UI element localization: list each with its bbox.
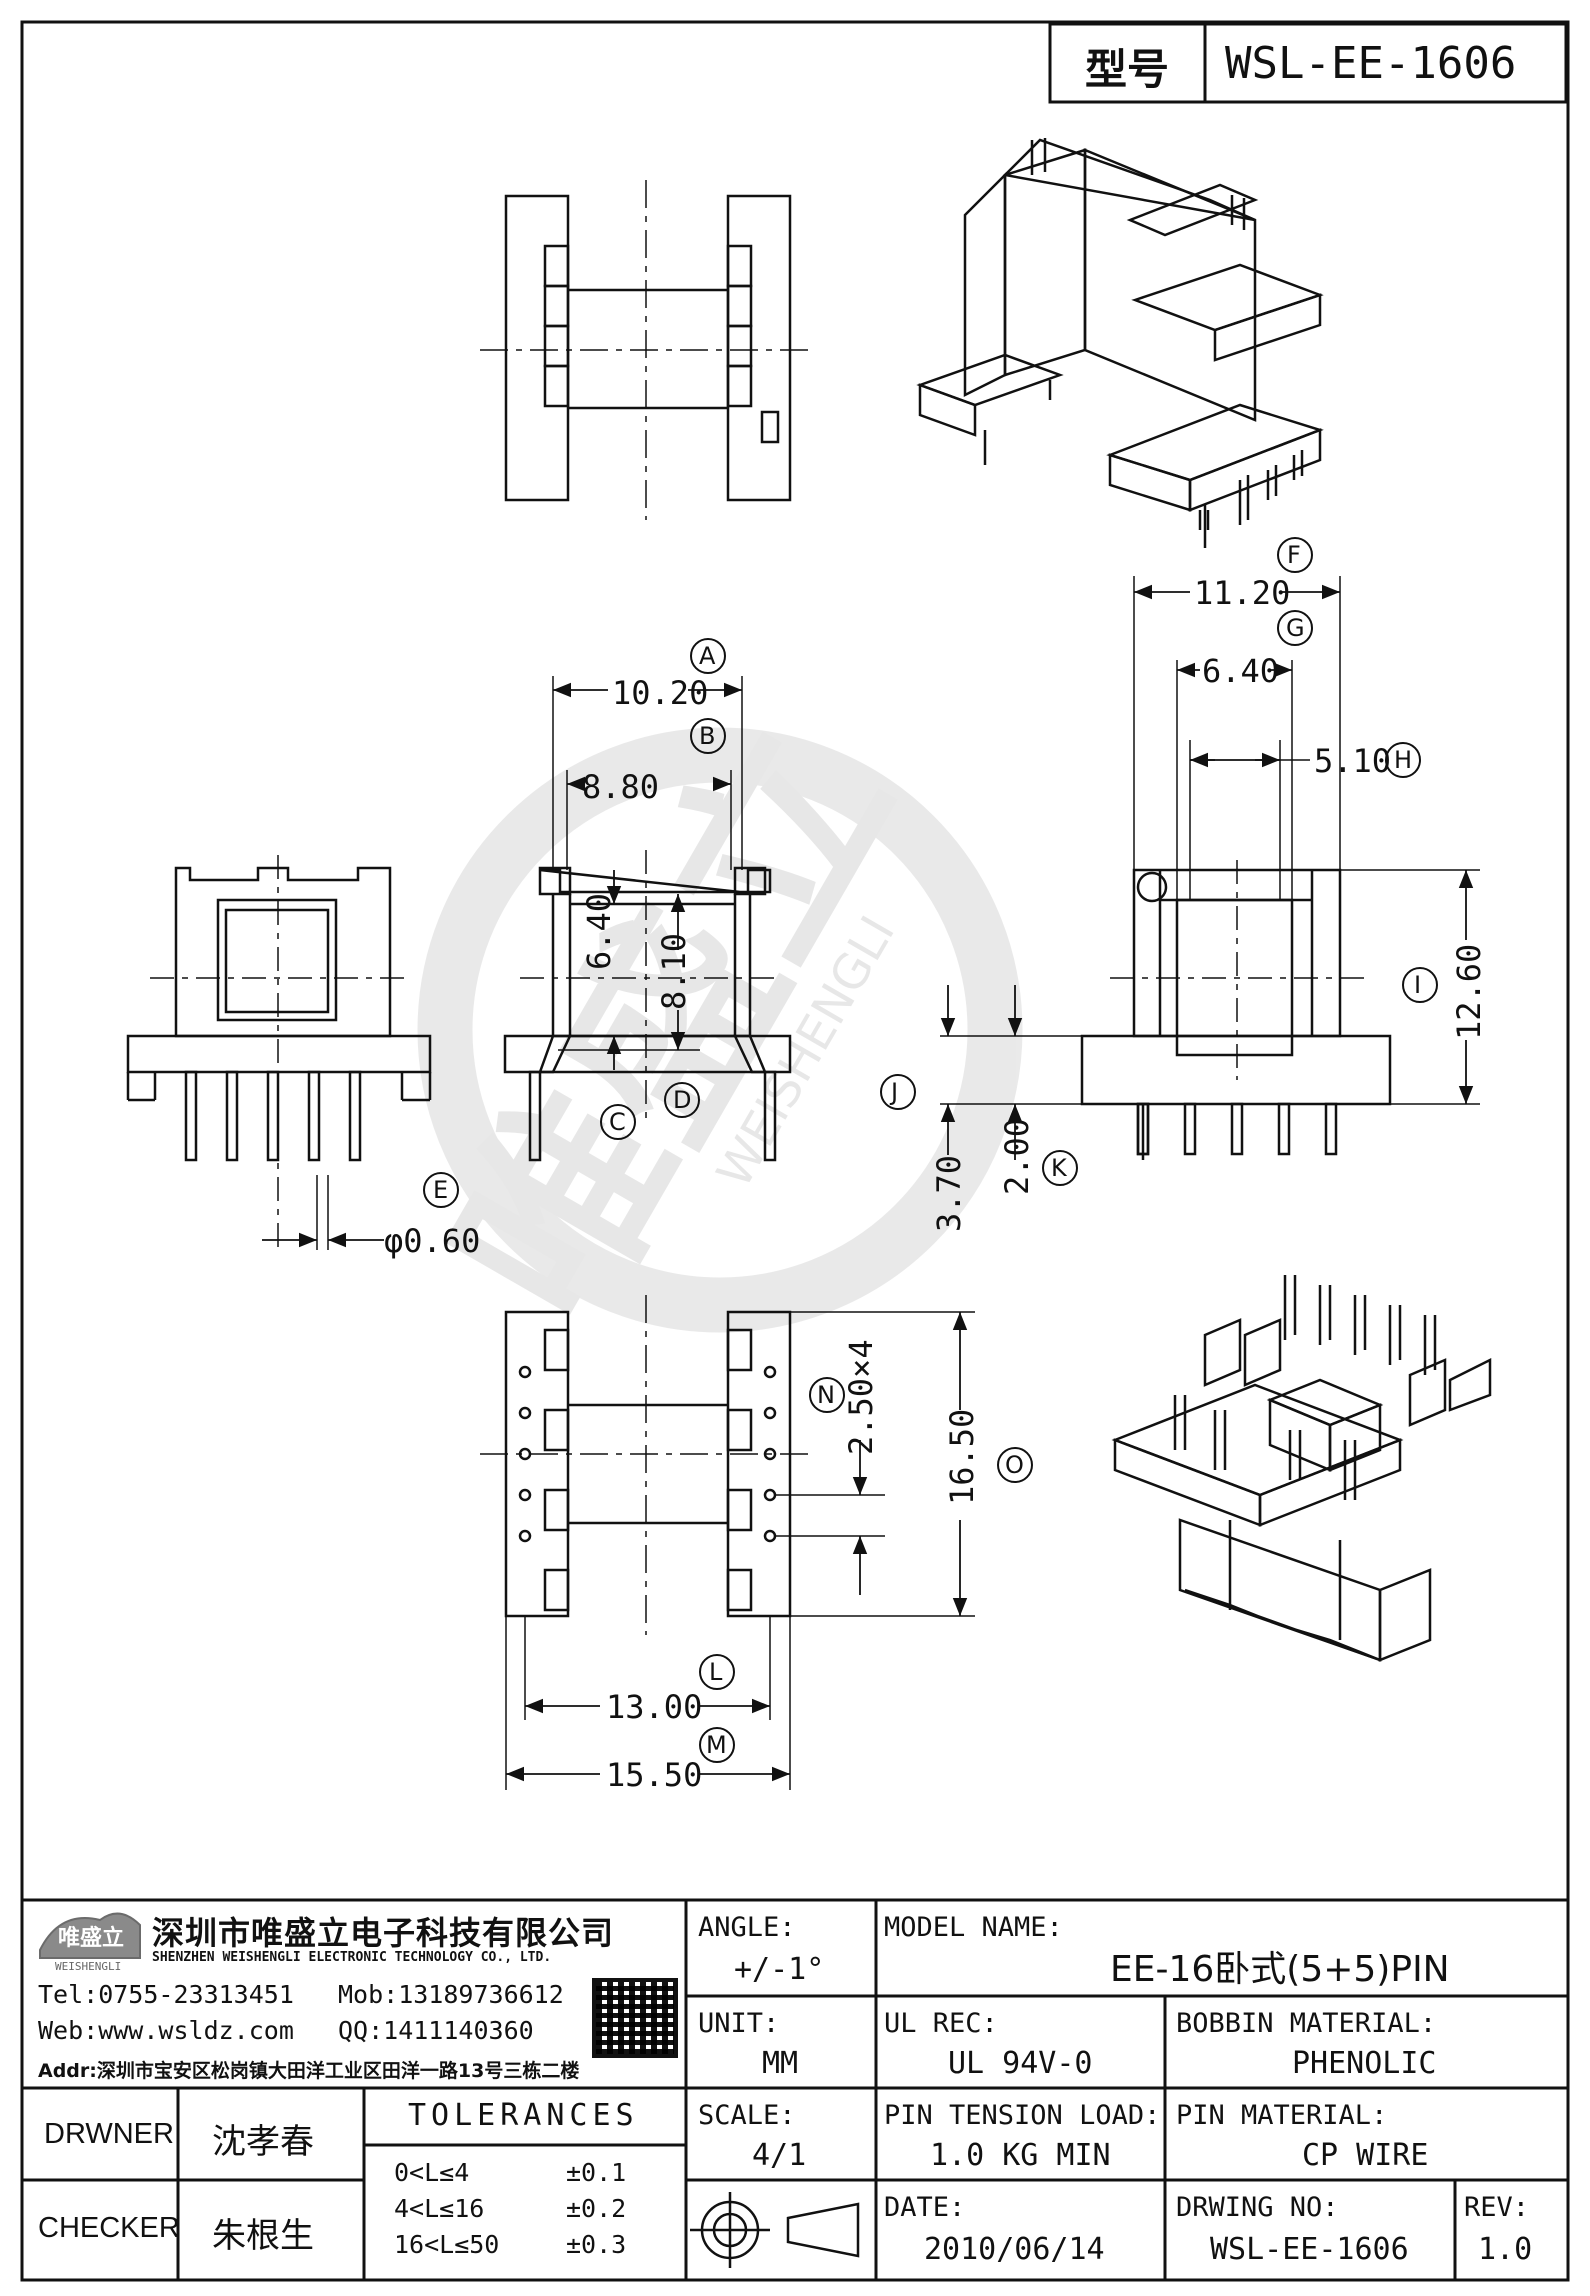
letter-C: C: [609, 1108, 626, 1136]
company-name-en: SHENZHEN WEISHENGLI ELECTRONIC TECHNOLOG…: [152, 1950, 552, 1965]
company-mob: Mob:13189736612: [338, 1980, 564, 2009]
model-code: WSL-EE-1606: [1225, 38, 1517, 89]
dim-value-N: 2.50×4: [842, 1339, 880, 1455]
tolerance-value-2: ±0.2: [566, 2194, 627, 2223]
letter-N: N: [817, 1381, 835, 1409]
company-address: Addr:深圳市宝安区松岗镇大田洋工业区田洋一路13号三栋二楼: [38, 2060, 580, 2082]
dim-value-A: 10.20: [612, 674, 709, 712]
drawer-name: 沈孝春: [212, 2122, 314, 2162]
dim-value-O: 16.50: [943, 1408, 981, 1505]
letter-H: H: [1394, 746, 1413, 774]
dim-value-D: 8.10: [655, 932, 693, 1010]
isometric-view-top: [916, 138, 1324, 548]
letter-L: L: [709, 1658, 723, 1686]
logo-subtext: WEISHENGLI: [55, 1960, 122, 1973]
tolerance-value-1: ±0.1: [566, 2158, 627, 2187]
letter-I: I: [1414, 971, 1422, 999]
bobbin-material-label: BOBBIN MATERIAL:: [1176, 2008, 1437, 2039]
logo-text: 唯盛立: [58, 1926, 125, 1951]
type-label: 型号: [1085, 45, 1170, 94]
letter-G: G: [1286, 614, 1305, 642]
letter-D: D: [673, 1086, 692, 1114]
pin-material-label: PIN MATERIAL:: [1176, 2100, 1388, 2131]
tolerance-range-3: 16<L≤50: [394, 2230, 500, 2259]
date-value: 2010/06/14: [924, 2232, 1105, 2267]
front-view: [126, 855, 432, 1250]
company-name-cn: 深圳市唯盛立电子科技有限公司: [152, 1914, 615, 1952]
drawer-label: DRWNER: [44, 2118, 174, 2150]
dimension-bubbles: [423, 537, 1438, 1763]
rev-value: 1.0: [1478, 2232, 1533, 2267]
rev-label: REV:: [1464, 2192, 1530, 2223]
drawing-no-label: DRWING NO:: [1176, 2192, 1339, 2223]
model-name-value: EE-16卧式(5+5)PIN: [1110, 1949, 1450, 1990]
dim-value-J: 3.70: [930, 1154, 968, 1232]
checker-label: CHECKER: [38, 2212, 180, 2244]
bottom-view: [480, 1295, 975, 1790]
sheet-border: [20, 20, 1570, 2282]
unit-value: MM: [762, 2046, 799, 2081]
company-web: Web:www.wsldz.com: [38, 2016, 294, 2045]
dim-value-H: 5.10: [1314, 742, 1392, 780]
pin-tension-label: PIN TENSION LOAD:: [884, 2100, 1161, 2131]
unit-label: UNIT:: [698, 2008, 780, 2039]
isometric-view-bottom: [1111, 1275, 1492, 1662]
company-qq: QQ:1411140360: [338, 2016, 534, 2045]
ul-rec-value: UL 94V-0: [948, 2046, 1093, 2081]
qr-code-icon: [592, 1978, 678, 2058]
bobbin-material-value: PHENOLIC: [1292, 2046, 1437, 2081]
dim-value-C: 6.40: [580, 892, 618, 970]
company-tel: Tel:0755-23313451: [38, 1980, 294, 2009]
header-box: [1048, 22, 1568, 104]
letter-O: O: [1005, 1451, 1024, 1479]
model-name-label: MODEL NAME:: [884, 1912, 1063, 1943]
letter-F: F: [1287, 541, 1301, 569]
scale-value: 4/1: [752, 2138, 807, 2173]
projection-symbol: [690, 2192, 860, 2268]
dim-value-G: 6.40: [1202, 652, 1280, 690]
tolerances-label: TOLERANCES: [408, 2098, 639, 2133]
pin-material-value: CP WIRE: [1302, 2138, 1429, 2173]
date-label: DATE:: [884, 2192, 966, 2223]
top-view: [480, 180, 815, 520]
tolerance-range-1: 0<L≤4: [394, 2158, 470, 2187]
dim-value-E: φ0.60: [384, 1222, 481, 1260]
letter-M: M: [706, 1731, 727, 1759]
checker-name: 朱根生: [212, 2216, 314, 2256]
angle-value: +/-1°: [734, 1952, 825, 1987]
pin-tension-value: 1.0 KG MIN: [930, 2138, 1111, 2173]
dim-value-B: 8.80: [582, 768, 660, 806]
dim-value-M: 15.50: [606, 1756, 703, 1794]
dim-value-I: 12.60: [1450, 943, 1488, 1040]
side-view: [503, 676, 792, 1162]
watermark: 唯盛立 WEISHENGLI: [408, 690, 1023, 1358]
letter-E: E: [433, 1176, 449, 1204]
tolerance-range-2: 4<L≤16: [394, 2194, 485, 2223]
angle-label: ANGLE:: [698, 1912, 796, 1943]
end-view: [940, 576, 1480, 1160]
dim-value-K: 2.00: [998, 1117, 1036, 1195]
letter-B: B: [699, 722, 716, 750]
ul-rec-label: UL REC:: [884, 2008, 998, 2039]
letter-J: J: [891, 1078, 899, 1106]
title-block-grid: [22, 1898, 1568, 2280]
dim-value-F: 11.20: [1194, 574, 1291, 612]
letter-K: K: [1051, 1154, 1067, 1182]
scale-label: SCALE:: [698, 2100, 796, 2131]
drawing-no-value: WSL-EE-1606: [1210, 2232, 1409, 2267]
tolerance-value-3: ±0.3: [566, 2230, 627, 2259]
company-logo-icon: [39, 1912, 141, 1959]
dim-value-L: 13.00: [606, 1688, 703, 1726]
letter-A: A: [699, 642, 716, 670]
